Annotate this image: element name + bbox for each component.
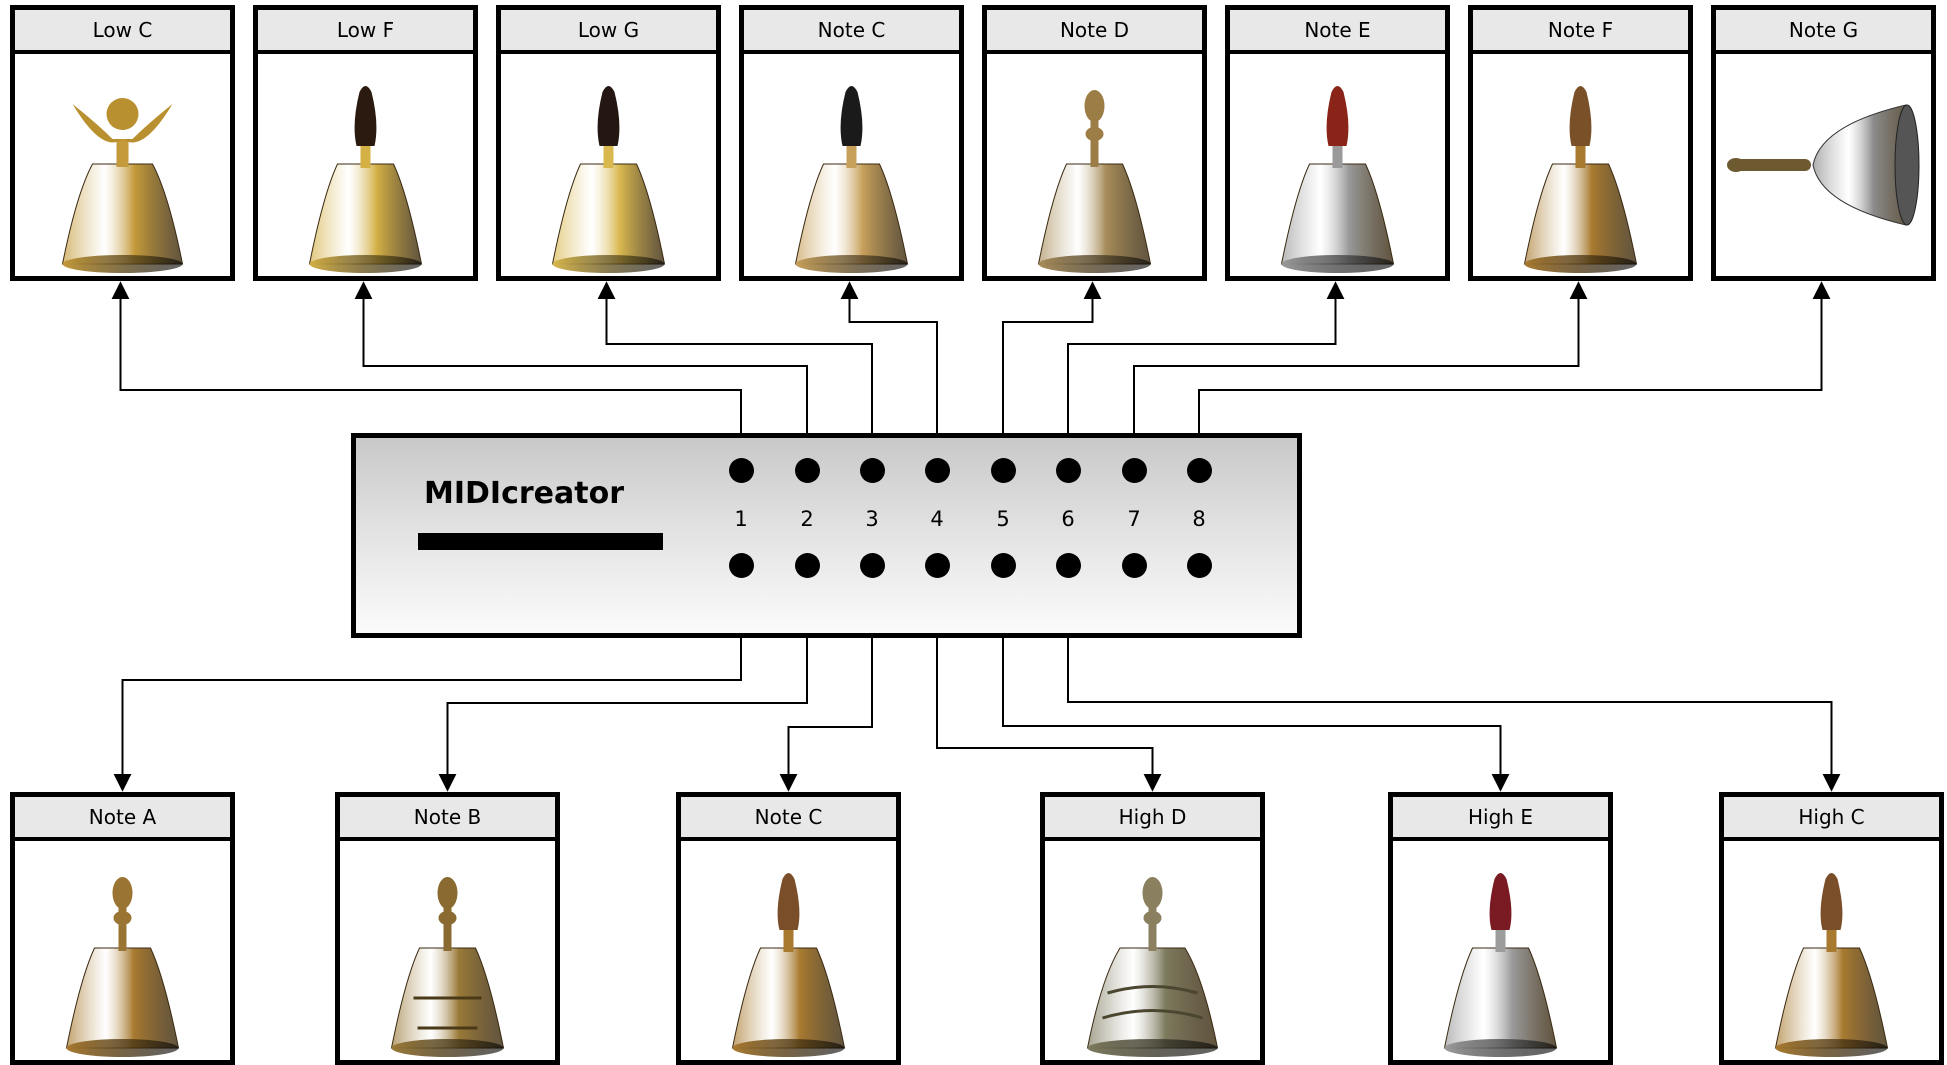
bottom-bell-note-c: Note C: [676, 792, 901, 1065]
bell-image: [681, 841, 896, 1060]
bell-label: High D: [1045, 797, 1260, 841]
bell-image: [987, 54, 1202, 276]
wire-port-2-to-note-b: [438, 638, 808, 792]
top-bell-low-c: Low C: [10, 5, 235, 281]
port-6-upper-socket: [1056, 458, 1081, 483]
port-number: 5: [996, 507, 1010, 531]
top-bell-low-g: Low G: [496, 5, 721, 281]
bell-image: [15, 54, 230, 276]
bottom-bell-high-c: High C: [1719, 792, 1944, 1065]
wire-port-4-to-high-d: [936, 638, 1162, 792]
port-number: 2: [800, 507, 814, 531]
wire-port-3-to-low-g: [597, 281, 873, 433]
port-number: 7: [1127, 507, 1141, 531]
bell-label: Note C: [681, 797, 896, 841]
top-bell-note-e: Note E: [1225, 5, 1450, 281]
port-4-lower-socket: [925, 553, 950, 578]
port-2-lower-socket: [795, 553, 820, 578]
port-1-lower-socket: [729, 553, 754, 578]
bell-image: [1230, 54, 1445, 276]
port-7-upper-socket: [1122, 458, 1147, 483]
wire-port-3-to-note-c: [779, 638, 873, 792]
wire-port-5-to-high-e: [1002, 638, 1510, 792]
port-3-upper-socket: [860, 458, 885, 483]
wire-port-1-to-low-c: [111, 281, 742, 433]
midi-device: MIDIcreator 1 2 3 4 5 6 7 8: [351, 433, 1302, 638]
bell-label: Low G: [501, 10, 716, 54]
bell-image: [258, 54, 473, 276]
top-bell-low-f: Low F: [253, 5, 478, 281]
port-8-lower-socket: [1187, 553, 1212, 578]
device-name: MIDIcreator: [424, 476, 624, 511]
wire-port-6-to-note-e: [1067, 281, 1345, 433]
top-bell-note-f: Note F: [1468, 5, 1693, 281]
bell-label: Note C: [744, 10, 959, 54]
port-6-lower-socket: [1056, 553, 1081, 578]
bell-image: [1716, 54, 1931, 276]
top-bell-note-g: Note G: [1711, 5, 1936, 281]
bell-label: Note B: [340, 797, 555, 841]
port-8-upper-socket: [1187, 458, 1212, 483]
bell-image: [1045, 841, 1260, 1060]
bell-label: Note A: [15, 797, 230, 841]
bell-image: [744, 54, 959, 276]
port-1-upper-socket: [729, 458, 754, 483]
bell-label: Low C: [15, 10, 230, 54]
bottom-bell-note-b: Note B: [335, 792, 560, 1065]
wire-port-4-to-note-c: [840, 281, 938, 433]
port-5-upper-socket: [991, 458, 1016, 483]
wire-port-1-to-note-a: [113, 638, 742, 792]
device-bar: [418, 533, 663, 550]
bell-label: Low F: [258, 10, 473, 54]
top-bell-note-c: Note C: [739, 5, 964, 281]
bell-label: High E: [1393, 797, 1608, 841]
bell-image: [15, 841, 230, 1060]
port-2-upper-socket: [795, 458, 820, 483]
bottom-bell-high-d: High D: [1040, 792, 1265, 1065]
wire-port-7-to-note-f: [1133, 281, 1588, 433]
port-number: 1: [734, 507, 748, 531]
bell-image: [340, 841, 555, 1060]
bottom-bell-note-a: Note A: [10, 792, 235, 1065]
wire-port-5-to-note-d: [1002, 281, 1102, 433]
bell-label: Note G: [1716, 10, 1931, 54]
port-number: 6: [1061, 507, 1075, 531]
bell-label: Note D: [987, 10, 1202, 54]
bell-label: Note F: [1473, 10, 1688, 54]
bell-image: [1393, 841, 1608, 1060]
wire-port-2-to-low-f: [354, 281, 808, 433]
bell-label: Note E: [1230, 10, 1445, 54]
bell-label: High C: [1724, 797, 1939, 841]
port-5-lower-socket: [991, 553, 1016, 578]
wire-port-6-to-high-c: [1067, 638, 1841, 792]
port-number: 8: [1192, 507, 1206, 531]
bottom-bell-high-e: High E: [1388, 792, 1613, 1065]
port-number: 3: [865, 507, 879, 531]
bell-image: [501, 54, 716, 276]
bell-image: [1724, 841, 1939, 1060]
port-number: 4: [930, 507, 944, 531]
port-3-lower-socket: [860, 553, 885, 578]
bell-image: [1473, 54, 1688, 276]
wire-port-8-to-note-g: [1198, 281, 1831, 433]
port-7-lower-socket: [1122, 553, 1147, 578]
port-4-upper-socket: [925, 458, 950, 483]
top-bell-note-d: Note D: [982, 5, 1207, 281]
